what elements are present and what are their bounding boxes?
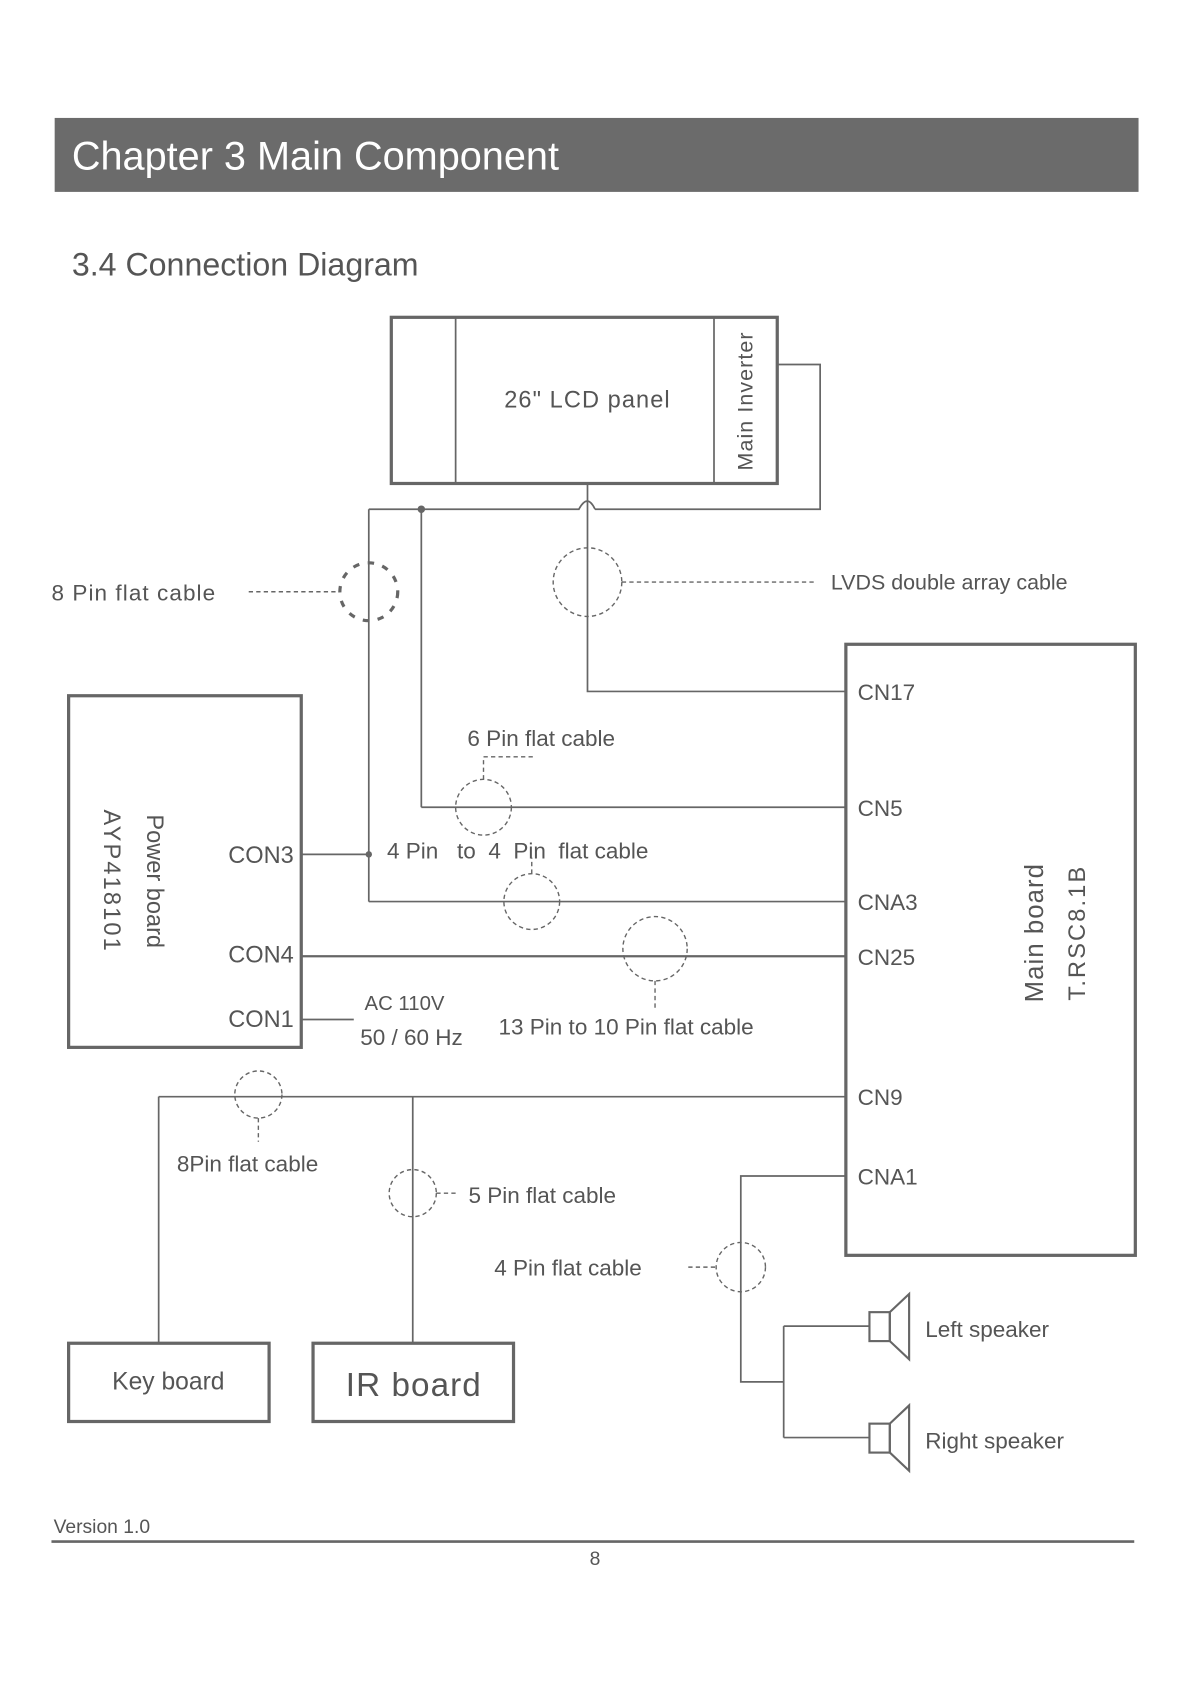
main-board-model: T.RSC8.1B	[1064, 865, 1090, 1001]
connector-cna3: CNA3	[858, 890, 918, 915]
cable-label-4pin-to-4pin: 4 Pin to 4 Pin flat cable	[387, 839, 648, 864]
connector-cn9: CN9	[858, 1085, 903, 1110]
power-board-model: AYP418101	[99, 809, 125, 952]
key-board-label: Key board	[112, 1368, 224, 1395]
cable-label-6pin: 6 Pin flat cable	[467, 726, 615, 751]
lcd-panel: 26" LCD panel Main Inverter	[389, 315, 779, 486]
power-board: Power board AYP418101 CON3 CON4 CON1	[67, 694, 303, 1049]
cable-label-8pin-top: 8 Pin flat cable	[51, 580, 216, 605]
ac-input-frequency: 50 / 60 Hz	[360, 1025, 463, 1050]
chapter-header-bar	[54, 117, 1139, 192]
connector-con4: CON4	[228, 942, 294, 968]
page-number: 8	[590, 1549, 601, 1570]
version-label: Version 1.0	[54, 1517, 150, 1538]
cable-label-4pin: 4 Pin flat cable	[494, 1256, 642, 1281]
cable-label-8pin-bottom: 8Pin flat cable	[177, 1152, 318, 1177]
main-board: Main board T.RSC8.1B CN17 CN5 CNA3 CN25 …	[844, 642, 1137, 1257]
power-board-name: Power board	[142, 814, 168, 948]
cable-label-13pin-to-10pin: 13 Pin to 10 Pin flat cable	[499, 1015, 754, 1040]
connector-cn17: CN17	[858, 680, 916, 705]
chapter-title: Chapter 3 Main Component	[72, 134, 559, 178]
left-speaker-label: Left speaker	[925, 1317, 1049, 1342]
connector-cna1: CNA1	[858, 1165, 918, 1190]
section-title: 3.4 Connection Diagram	[72, 247, 419, 283]
cable-label-lvds: LVDS double array cable	[831, 571, 1068, 595]
junction-dot	[417, 505, 426, 513]
ir-board-label: IR board	[346, 1367, 482, 1404]
ir-board: IR board	[311, 1341, 516, 1424]
connector-con1: CON1	[228, 1006, 294, 1032]
junction-dot	[365, 851, 373, 858]
connector-cn25: CN25	[858, 945, 916, 970]
left-speaker-icon	[783, 1291, 911, 1362]
main-board-name: Main board	[1021, 863, 1049, 1002]
key-board: Key board	[67, 1341, 271, 1424]
ac-input-voltage: AC 110V	[365, 993, 445, 1015]
cable-label-5pin: 5 Pin flat cable	[468, 1183, 616, 1208]
right-speaker-icon	[783, 1402, 911, 1474]
connector-cn5: CN5	[858, 796, 903, 821]
right-speaker-label: Right speaker	[925, 1428, 1064, 1453]
main-inverter-label: Main Inverter	[734, 331, 758, 470]
connector-con3: CON3	[228, 842, 294, 868]
lcd-panel-label: 26" LCD panel	[504, 386, 671, 412]
